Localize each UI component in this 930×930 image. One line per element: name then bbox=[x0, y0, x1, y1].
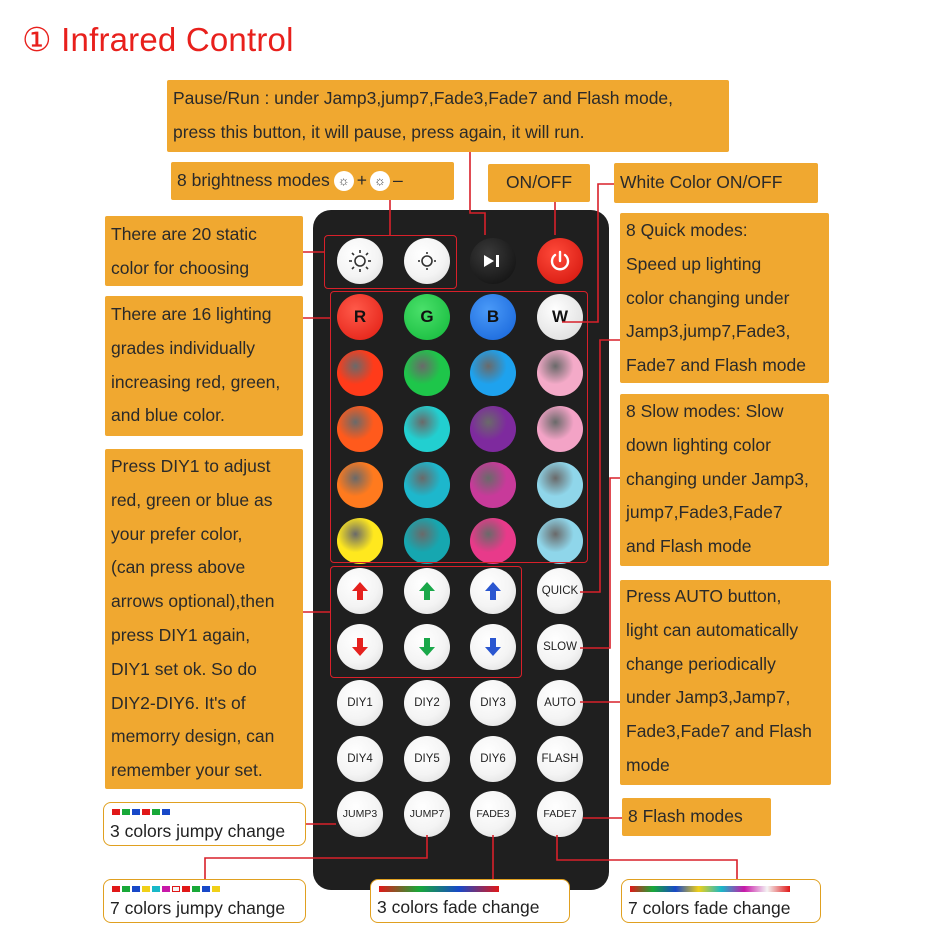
blue-button[interactable]: B bbox=[470, 294, 516, 340]
color-button-r2-c4[interactable] bbox=[537, 350, 583, 396]
color-button-r2-c1[interactable] bbox=[337, 350, 383, 396]
sun-icon: ☼ bbox=[333, 171, 354, 191]
arrow-up-icon bbox=[485, 582, 501, 600]
slow-modes-label: 8 Slow modes: Slow down lighting color c… bbox=[620, 394, 829, 566]
color-button-r4-c4[interactable] bbox=[537, 462, 583, 508]
color-button-r3-c2[interactable] bbox=[404, 406, 450, 452]
brightness-label: 8 brightness modes ☼ + ☼ – bbox=[171, 162, 454, 200]
color-button-r5-c3[interactable] bbox=[470, 518, 516, 564]
color-button-r4-c1[interactable] bbox=[337, 462, 383, 508]
jump3-color-strip bbox=[112, 809, 170, 815]
color-button-r2-c3[interactable] bbox=[470, 350, 516, 396]
color-group-frame bbox=[330, 291, 588, 563]
auto-label: Press AUTO button, light can automatical… bbox=[620, 580, 831, 785]
sun-dim-icon: ☼ bbox=[369, 171, 390, 191]
page-title: ① Infrared Control bbox=[22, 21, 294, 58]
blue-down-button[interactable] bbox=[470, 624, 516, 670]
green-button[interactable]: G bbox=[404, 294, 450, 340]
diy6-button[interactable]: DIY6 bbox=[470, 736, 516, 782]
white-connector bbox=[562, 183, 614, 323]
blue-up-button[interactable] bbox=[470, 568, 516, 614]
green-down-button[interactable] bbox=[404, 624, 450, 670]
static-colors-label: There are 20 static color for choosing bbox=[105, 216, 303, 286]
arrow-down-icon bbox=[419, 638, 435, 656]
sun-icon bbox=[349, 250, 371, 272]
slow-connector bbox=[580, 477, 620, 649]
remote-control: R G B W QUICK SLOW DIY1 DIY2 DIY3 AUTO D… bbox=[313, 210, 609, 890]
arrow-down-icon bbox=[352, 638, 368, 656]
jump3-button[interactable]: JUMP3 bbox=[337, 791, 383, 837]
diy2-button[interactable]: DIY2 bbox=[404, 680, 450, 726]
power-button[interactable] bbox=[537, 238, 583, 284]
pause-run-label: Pause/Run : under Jamp3,jump7,Fade3,Fade… bbox=[167, 80, 729, 152]
quick-modes-label: 8 Quick modes: Speed up lighting color c… bbox=[620, 213, 829, 383]
power-icon bbox=[550, 250, 570, 271]
pause-connector bbox=[469, 152, 486, 235]
brightness-down-button[interactable] bbox=[404, 238, 450, 284]
on-off-label: ON/OFF bbox=[488, 164, 590, 202]
jump3-label: 3 colors jumpy change bbox=[103, 802, 306, 846]
quick-connector bbox=[580, 339, 620, 593]
jump7-connector bbox=[204, 835, 428, 879]
diy1-button[interactable]: DIY1 bbox=[337, 680, 383, 726]
color-button-r3-c3[interactable] bbox=[470, 406, 516, 452]
color-button-r5-c4[interactable] bbox=[537, 518, 583, 564]
jump7-button[interactable]: JUMP7 bbox=[404, 791, 450, 837]
color-button-r3-c4[interactable] bbox=[537, 406, 583, 452]
pause-run-button[interactable] bbox=[470, 238, 516, 284]
quick-button[interactable]: QUICK bbox=[537, 568, 583, 614]
fade7-connector bbox=[556, 835, 738, 879]
lighting-grades-label: There are 16 lighting grades individuall… bbox=[105, 296, 303, 436]
diy5-button[interactable]: DIY5 bbox=[404, 736, 450, 782]
arrow-up-icon bbox=[419, 582, 435, 600]
slow-button[interactable]: SLOW bbox=[537, 624, 583, 670]
fade3-gradient-strip bbox=[379, 886, 499, 892]
sun-dim-icon bbox=[418, 252, 436, 270]
red-down-button[interactable] bbox=[337, 624, 383, 670]
arrow-group-frame bbox=[330, 566, 522, 678]
color-button-r4-c2[interactable] bbox=[404, 462, 450, 508]
diy3-button[interactable]: DIY3 bbox=[470, 680, 516, 726]
diy-label: Press DIY1 to adjust red, green or blue … bbox=[105, 449, 303, 789]
fade3-button[interactable]: FADE3 bbox=[470, 791, 516, 837]
color-button-r3-c1[interactable] bbox=[337, 406, 383, 452]
green-up-button[interactable] bbox=[404, 568, 450, 614]
red-button[interactable]: R bbox=[337, 294, 383, 340]
fade3-label: 3 colors fade change bbox=[370, 879, 570, 923]
fade7-button[interactable]: FADE7 bbox=[537, 791, 583, 837]
white-on-off-label: White Color ON/OFF bbox=[614, 163, 818, 203]
color-button-r2-c2[interactable] bbox=[404, 350, 450, 396]
diy4-button[interactable]: DIY4 bbox=[337, 736, 383, 782]
fade7-gradient-strip bbox=[630, 886, 790, 892]
brightness-up-button[interactable] bbox=[337, 238, 383, 284]
auto-button[interactable]: AUTO bbox=[537, 680, 583, 726]
red-up-button[interactable] bbox=[337, 568, 383, 614]
color-button-r5-c2[interactable] bbox=[404, 518, 450, 564]
jump7-color-strip bbox=[112, 886, 220, 892]
brightness-group-frame bbox=[324, 235, 457, 289]
flash-button[interactable]: FLASH bbox=[537, 736, 583, 782]
fade7-label: 7 colors fade change bbox=[621, 879, 821, 923]
color-button-r5-c1[interactable] bbox=[337, 518, 383, 564]
jump7-label: 7 colors jumpy change bbox=[103, 879, 306, 923]
play-pause-icon bbox=[484, 255, 499, 267]
flash-modes-label: 8 Flash modes bbox=[622, 798, 771, 836]
white-button[interactable]: W bbox=[537, 294, 583, 340]
color-button-r4-c3[interactable] bbox=[470, 462, 516, 508]
arrow-down-icon bbox=[485, 638, 501, 656]
arrow-up-icon bbox=[352, 582, 368, 600]
